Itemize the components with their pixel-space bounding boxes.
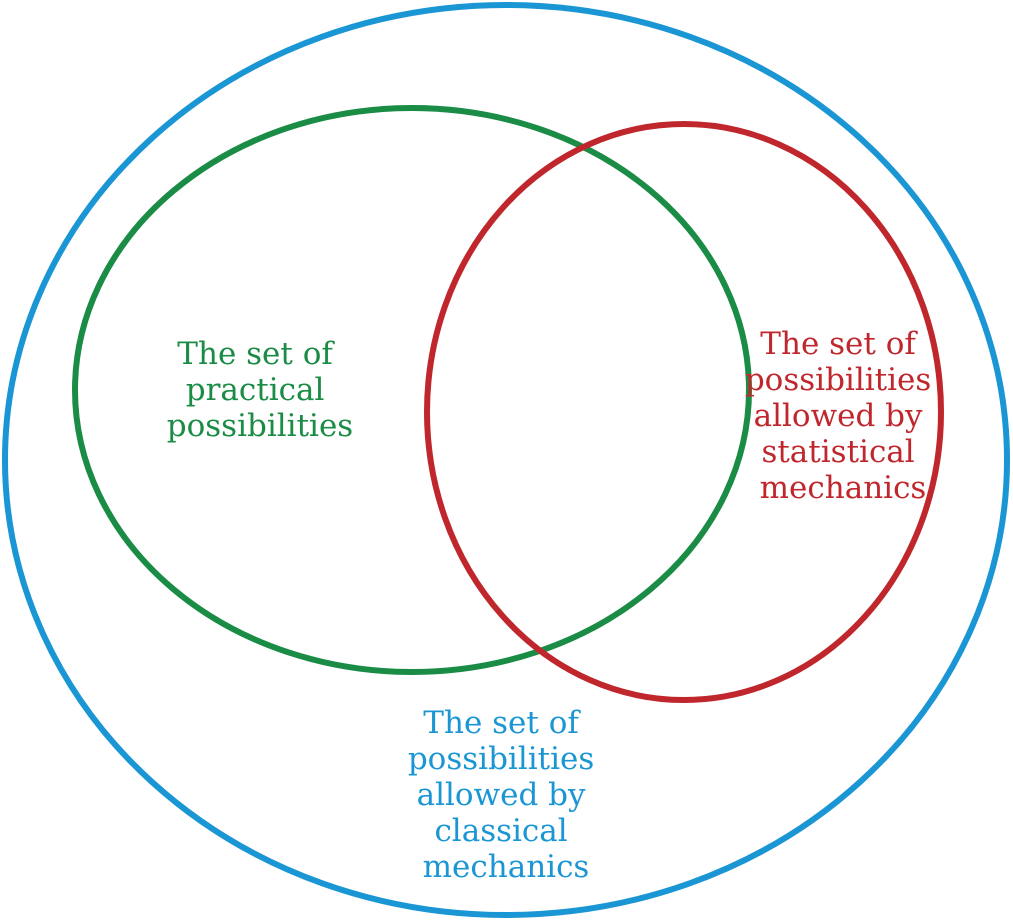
practical-possibilities-set-outline [72,105,752,675]
practical-label-line: The set of [177,336,335,372]
statistical-mechanics-label: The set of possibilities allowed by stat… [745,326,941,506]
statistical-label-line: The set of [760,326,918,362]
statistical-label-line: mechanics [760,470,927,506]
practical-label-line: possibilities [167,408,353,444]
classical-label-line: allowed by [417,777,586,813]
classical-label-line: classical [434,813,567,849]
classical-label-line: possibilities [408,741,594,777]
classical-mechanics-label: The set of possibilities allowed by clas… [408,705,604,885]
statistical-mechanics-set-outline [424,121,944,703]
statistical-label-line: possibilities [745,362,931,398]
classical-label-line: The set of [423,705,581,741]
practical-label-line: practical [186,372,325,408]
classical-label-line: mechanics [423,849,590,885]
statistical-label-line: statistical [761,434,914,470]
statistical-label-line: allowed by [754,398,923,434]
practical-possibilities-label: The set of practical possibilities [167,336,353,444]
